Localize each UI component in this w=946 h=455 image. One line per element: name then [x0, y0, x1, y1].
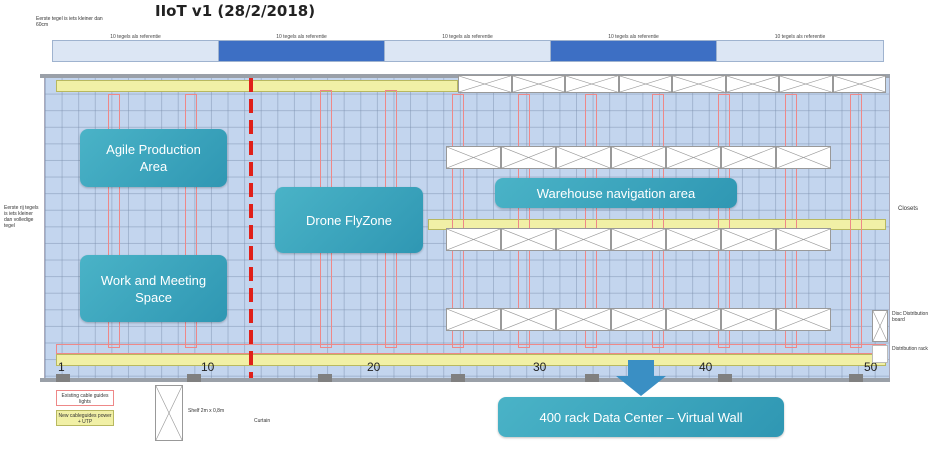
shelf [721, 228, 776, 251]
shelf [666, 308, 721, 331]
legend-shelf-label: Shelf 2m x 0,8m [188, 408, 225, 414]
reference-segment: 10 tegels als referentie [53, 34, 219, 61]
legend-existing-swatch: Existing cable guides lights [56, 390, 114, 406]
existing-cable-guide [585, 94, 597, 348]
existing-cable-guide [652, 94, 664, 348]
shelf [501, 308, 556, 331]
shelf [776, 308, 831, 331]
pillar [56, 374, 70, 382]
floor-bottom-edge [40, 378, 890, 382]
shelf [511, 75, 565, 93]
distribution-rack-label: Distribution rack [892, 346, 928, 352]
drone-flyzone: Drone FlyZone [275, 187, 423, 253]
pillar [318, 374, 332, 382]
shelf [565, 75, 619, 93]
pillar [718, 374, 732, 382]
legend-existing-label: Existing cable guides lights [61, 393, 109, 405]
shelf [501, 146, 556, 169]
legend-curtain-label: Curtain [254, 418, 271, 424]
data-center-virtual-wall: 400 rack Data Center – Virtual Wall [498, 397, 784, 437]
existing-cable-guide [718, 94, 730, 348]
existing-cable-guide [452, 94, 464, 348]
shelf [446, 228, 501, 251]
legend-shelf-icon [155, 385, 183, 441]
shelf [501, 228, 556, 251]
reference-segment-highlight: 10 tegels als referentie [219, 34, 385, 61]
shelf [776, 146, 831, 169]
shelf [458, 75, 512, 93]
new-cable-guide [56, 354, 886, 366]
down-arrow-icon [616, 360, 666, 396]
agile-production-area: Agile Production Area [80, 129, 227, 187]
shelf [779, 75, 833, 93]
reference-segment-highlight: 10 tegels als referentie [551, 34, 717, 61]
new-cable-guide [56, 80, 458, 92]
shelf [556, 308, 611, 331]
curtain-line [249, 78, 253, 378]
legend-new-label: New cableguides power + UTP [58, 413, 112, 425]
distribution-rack [872, 345, 888, 363]
reference-segment: 10 tegels als referentie [774, 34, 826, 40]
axis-number: 1 [58, 360, 65, 374]
axis-number: 50 [864, 360, 878, 374]
left-note: Eerste rij tegels is iets kleiner dan vo… [4, 205, 39, 229]
shelf [666, 146, 721, 169]
distribution-board-label: Disc Distribution board [892, 311, 929, 323]
shelf [446, 146, 501, 169]
work-meeting-space: Work and Meeting Space [80, 255, 227, 322]
existing-cable-guide [785, 94, 797, 348]
shelf [446, 308, 501, 331]
pillar [187, 374, 201, 382]
shelf [611, 228, 666, 251]
shelf [556, 146, 611, 169]
top-note: Eerste tegel is iets kleiner dan 60cm [36, 16, 103, 28]
pillar [451, 374, 465, 382]
existing-cable-guide [108, 94, 120, 348]
shelf [776, 228, 831, 251]
reference-segment: 10 tegels als referentie [385, 34, 551, 61]
shelf [618, 75, 672, 93]
shelf [725, 75, 779, 93]
pillar [849, 374, 863, 382]
shelf [672, 75, 726, 93]
axis-number: 30 [533, 360, 547, 374]
reference-strip: 10 tegels als referentie 10 tegels als r… [52, 34, 884, 62]
existing-cable-guide [56, 344, 886, 354]
legend-new-swatch: New cableguides power + UTP [56, 410, 114, 426]
axis-number: 40 [699, 360, 713, 374]
pillar [585, 374, 599, 382]
warehouse-navigation-area: Warehouse navigation area [495, 178, 737, 208]
existing-cable-guide [850, 94, 862, 348]
shelf [611, 308, 666, 331]
axis-number: 20 [367, 360, 381, 374]
shelf [556, 228, 611, 251]
closets-label: Closets [898, 206, 919, 212]
axis-number: 10 [201, 360, 215, 374]
shelf [721, 146, 776, 169]
shelf [721, 308, 776, 331]
existing-cable-guide [185, 94, 197, 348]
existing-cable-guide [518, 94, 530, 348]
page-title: IIoT v1 (28/2/2018) [155, 2, 316, 20]
shelf [611, 146, 666, 169]
distribution-board [872, 310, 888, 342]
shelf [666, 228, 721, 251]
shelf [832, 75, 886, 93]
